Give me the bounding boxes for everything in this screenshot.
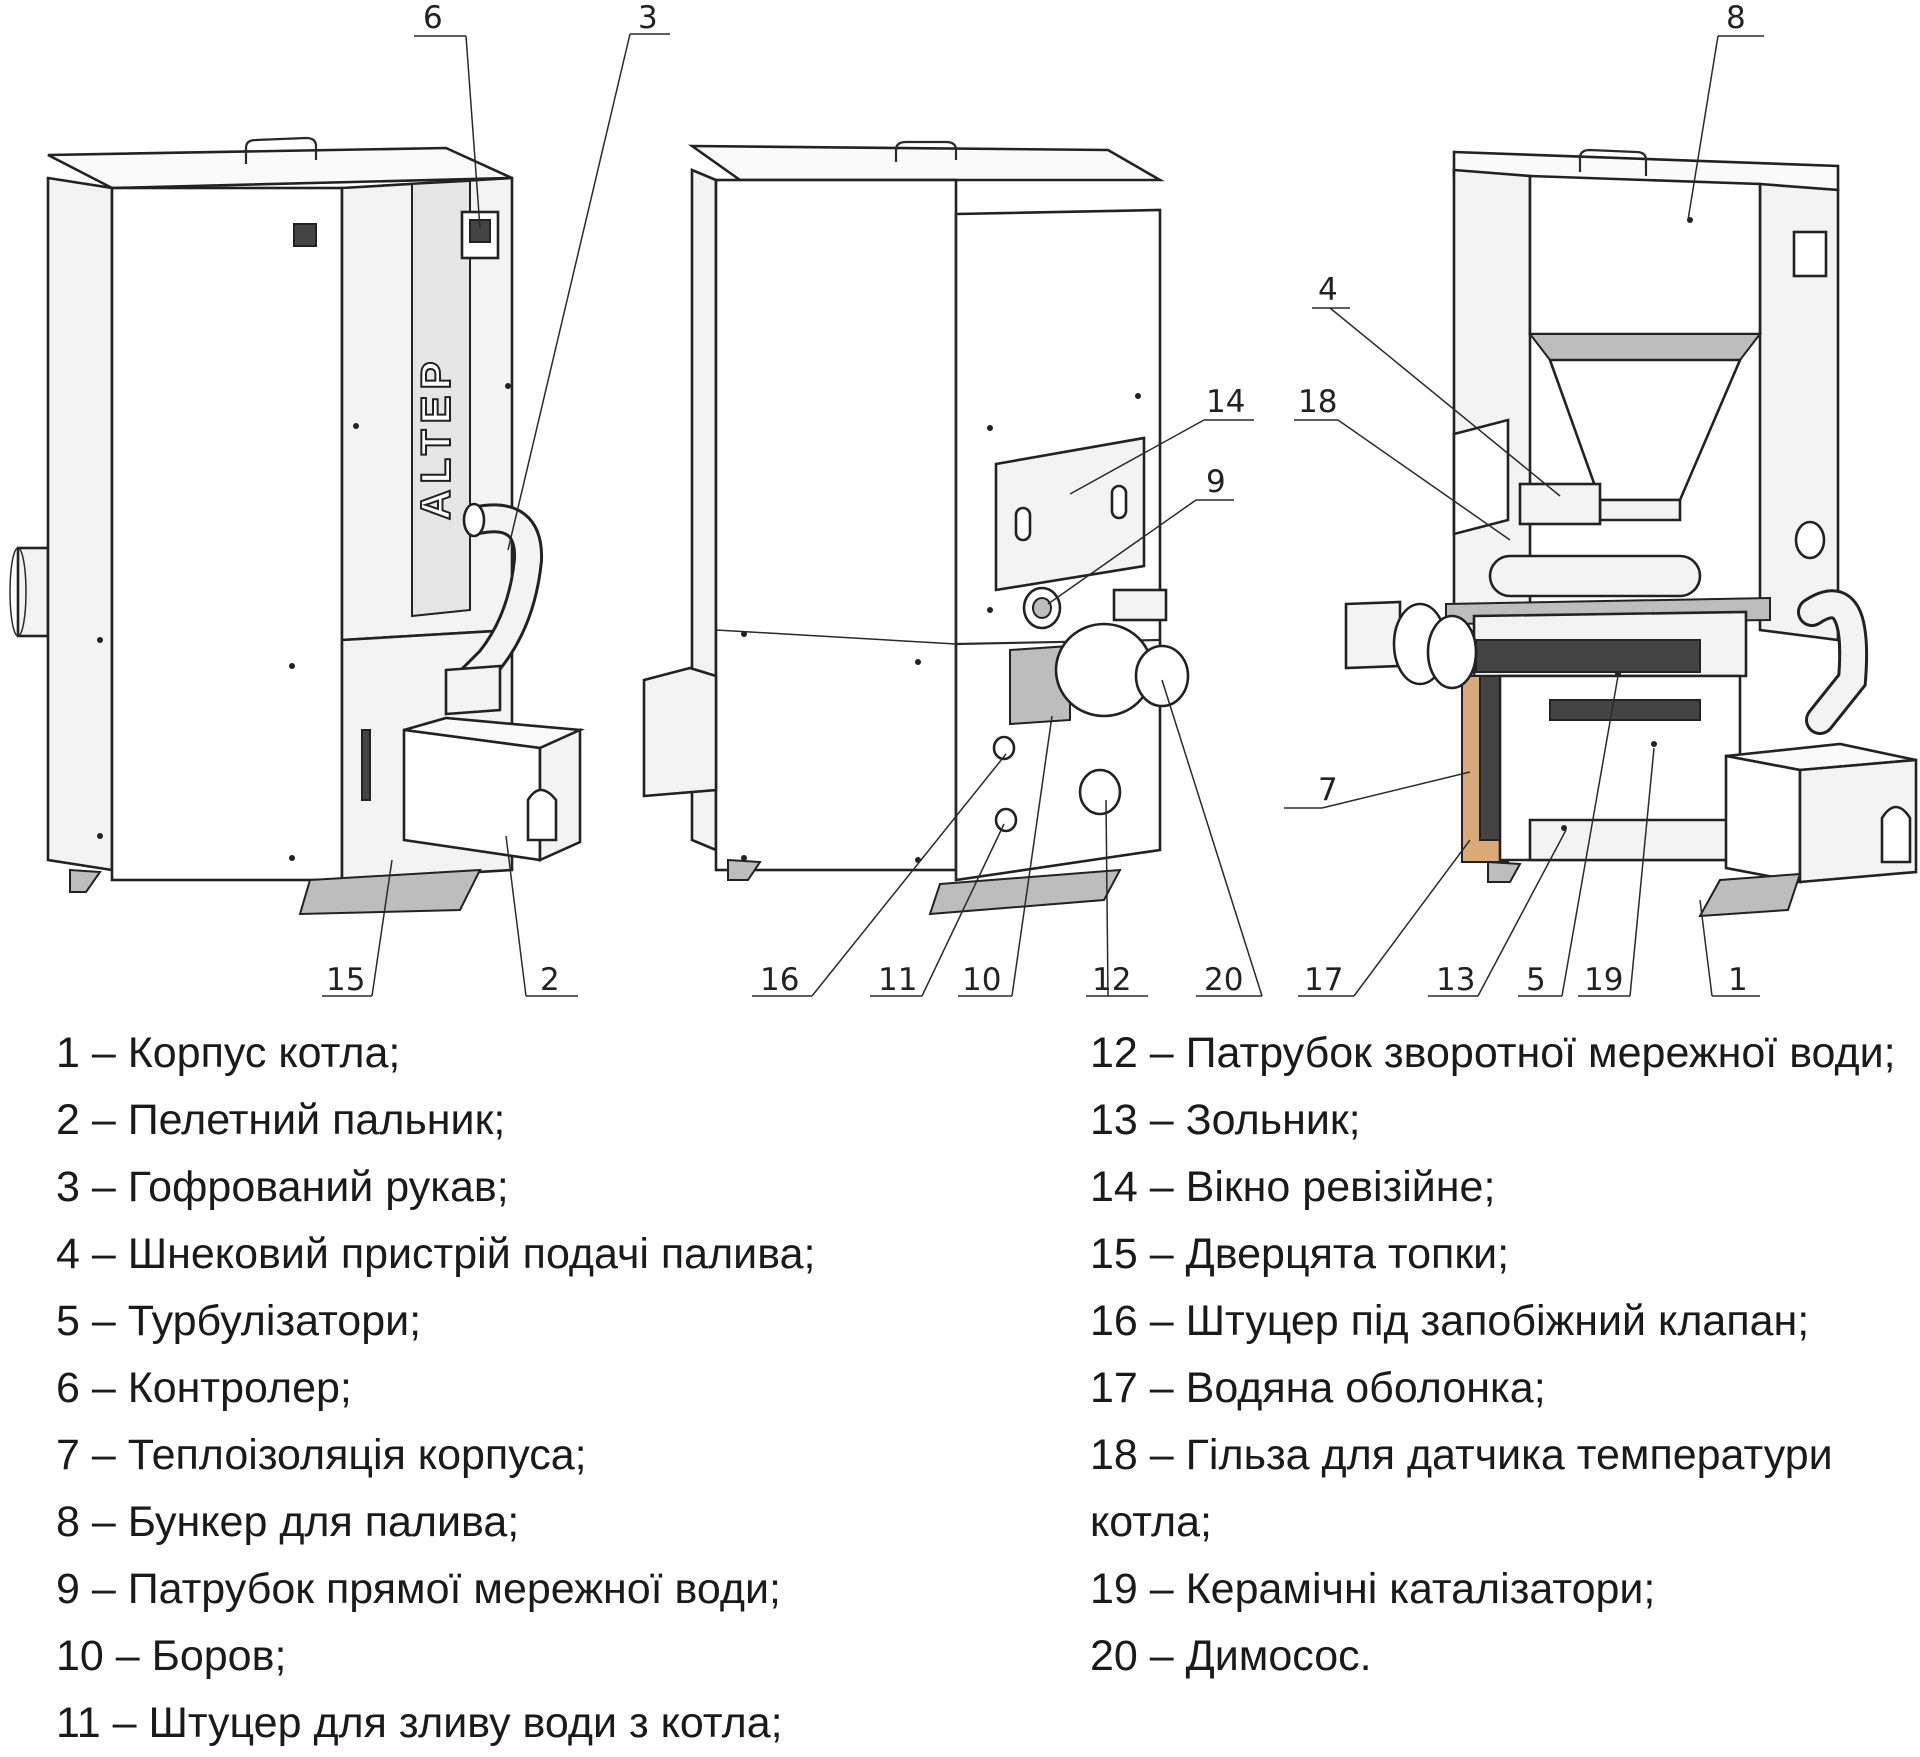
callout-15: 15 (326, 962, 365, 998)
legend-item: 18 – Гільза для датчика температури котл… (1090, 1431, 1833, 1546)
callout-12: 12 (1092, 962, 1131, 998)
legend-item: 1 – Корпус котла; (56, 1029, 401, 1077)
callout-16: 16 (760, 962, 799, 998)
legend-item: 15 – Дверцята топки; (1090, 1230, 1510, 1278)
legend-item: 19 – Керамічні каталізатори; (1090, 1565, 1656, 1613)
legend-right-column: 12 – Патрубок зворотної мережної води; 1… (1090, 1020, 1910, 1690)
callout-9: 9 (1206, 464, 1226, 500)
callout-3: 3 (638, 0, 658, 36)
callout-14: 14 (1206, 384, 1245, 420)
callout-2: 2 (540, 962, 560, 998)
callout-6: 6 (423, 0, 443, 36)
callout-8: 8 (1726, 0, 1746, 36)
legend-item: 12 – Патрубок зворотної мережної води; (1090, 1029, 1896, 1077)
legend: 1 – Корпус котла; 2 – Пелетний пальник; … (0, 1020, 1920, 1747)
legend-item: 14 – Вікно ревізійне; (1090, 1163, 1496, 1211)
legend-item: 13 – Зольник; (1090, 1096, 1361, 1144)
legend-item: 7 – Теплоізоляція корпуса; (56, 1431, 587, 1479)
callout-20: 20 (1204, 962, 1243, 998)
legend-item: 3 – Гофрований рукав; (56, 1163, 509, 1211)
legend-item: 4 – Шнековий пристрій подачі палива; (56, 1230, 816, 1278)
callout-4: 4 (1318, 272, 1338, 308)
legend-item: 8 – Бункер для палива; (56, 1498, 520, 1546)
legend-item: 9 – Патрубок прямої мережної води; (56, 1565, 781, 1613)
callout-7: 7 (1318, 772, 1338, 808)
leader-lines (322, 33, 1764, 997)
legend-item: 17 – Водяна оболонка; (1090, 1364, 1546, 1412)
legend-item: 11 – Штуцер для зливу води з котла; (56, 1699, 783, 1747)
legend-item: 16 – Штуцер під запобіжний клапан; (1090, 1297, 1810, 1345)
callout-13: 13 (1436, 962, 1475, 998)
callout-17: 17 (1304, 962, 1343, 998)
legend-item: 6 – Контролер; (56, 1364, 352, 1412)
legend-item: 2 – Пелетний пальник; (56, 1096, 506, 1144)
callout-labels: 6 3 8 4 18 14 9 7 15 2 16 11 10 12 20 17… (326, 0, 1748, 998)
callout-18: 18 (1298, 384, 1337, 420)
callout-11: 11 (878, 962, 917, 998)
boiler-back-view (642, 140, 1190, 916)
legend-left-column: 1 – Корпус котла; 2 – Пелетний пальник; … (56, 1020, 1056, 1757)
boiler-cutaway-view (1344, 148, 1918, 918)
callout-1: 1 (1728, 962, 1748, 998)
callout-19: 19 (1584, 962, 1623, 998)
boiler-front-view: ALTEP (9, 136, 586, 916)
callout-10: 10 (962, 962, 1001, 998)
brand-logo-text: ALTEP (412, 355, 459, 520)
callout-5: 5 (1526, 962, 1546, 998)
legend-item: 5 – Турбулізатори; (56, 1297, 422, 1345)
legend-item: 10 – Боров; (56, 1632, 287, 1680)
legend-item: 20 – Димосос. (1090, 1632, 1372, 1680)
boiler-diagram: ALTEP (9, 0, 1918, 998)
